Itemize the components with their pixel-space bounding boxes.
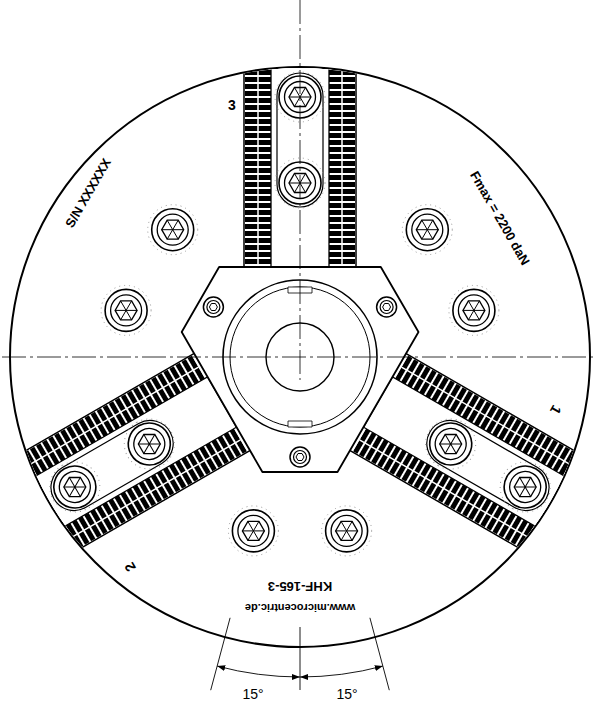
- body-bolt: [228, 506, 278, 556]
- website: www.microcentric.de: [245, 602, 355, 613]
- center-line: [2, 357, 593, 358]
- body-bolt: [101, 285, 151, 335]
- body-bolt: [402, 205, 452, 255]
- body-bolt: [148, 205, 198, 255]
- hub-screw: [203, 297, 223, 317]
- angle-dimension: 15°: [336, 687, 357, 701]
- force-rating: Fmax = 2200 daN: [468, 169, 532, 267]
- angle-dimension: [211, 618, 390, 690]
- hub-screw: [377, 297, 397, 317]
- model-number: KHF-165-3: [268, 580, 332, 593]
- serial-number: S/N XXXXXX: [63, 156, 113, 229]
- body-bolt: [449, 285, 499, 335]
- angle-dimension: 15°: [242, 687, 263, 701]
- body-bolt: [322, 506, 372, 556]
- jaw-number: 1: [548, 403, 564, 417]
- jaw-number: 2: [122, 560, 138, 574]
- jaw-number: 3: [228, 98, 236, 112]
- hub-screw: [290, 447, 310, 467]
- center-line: [300, 0, 301, 380]
